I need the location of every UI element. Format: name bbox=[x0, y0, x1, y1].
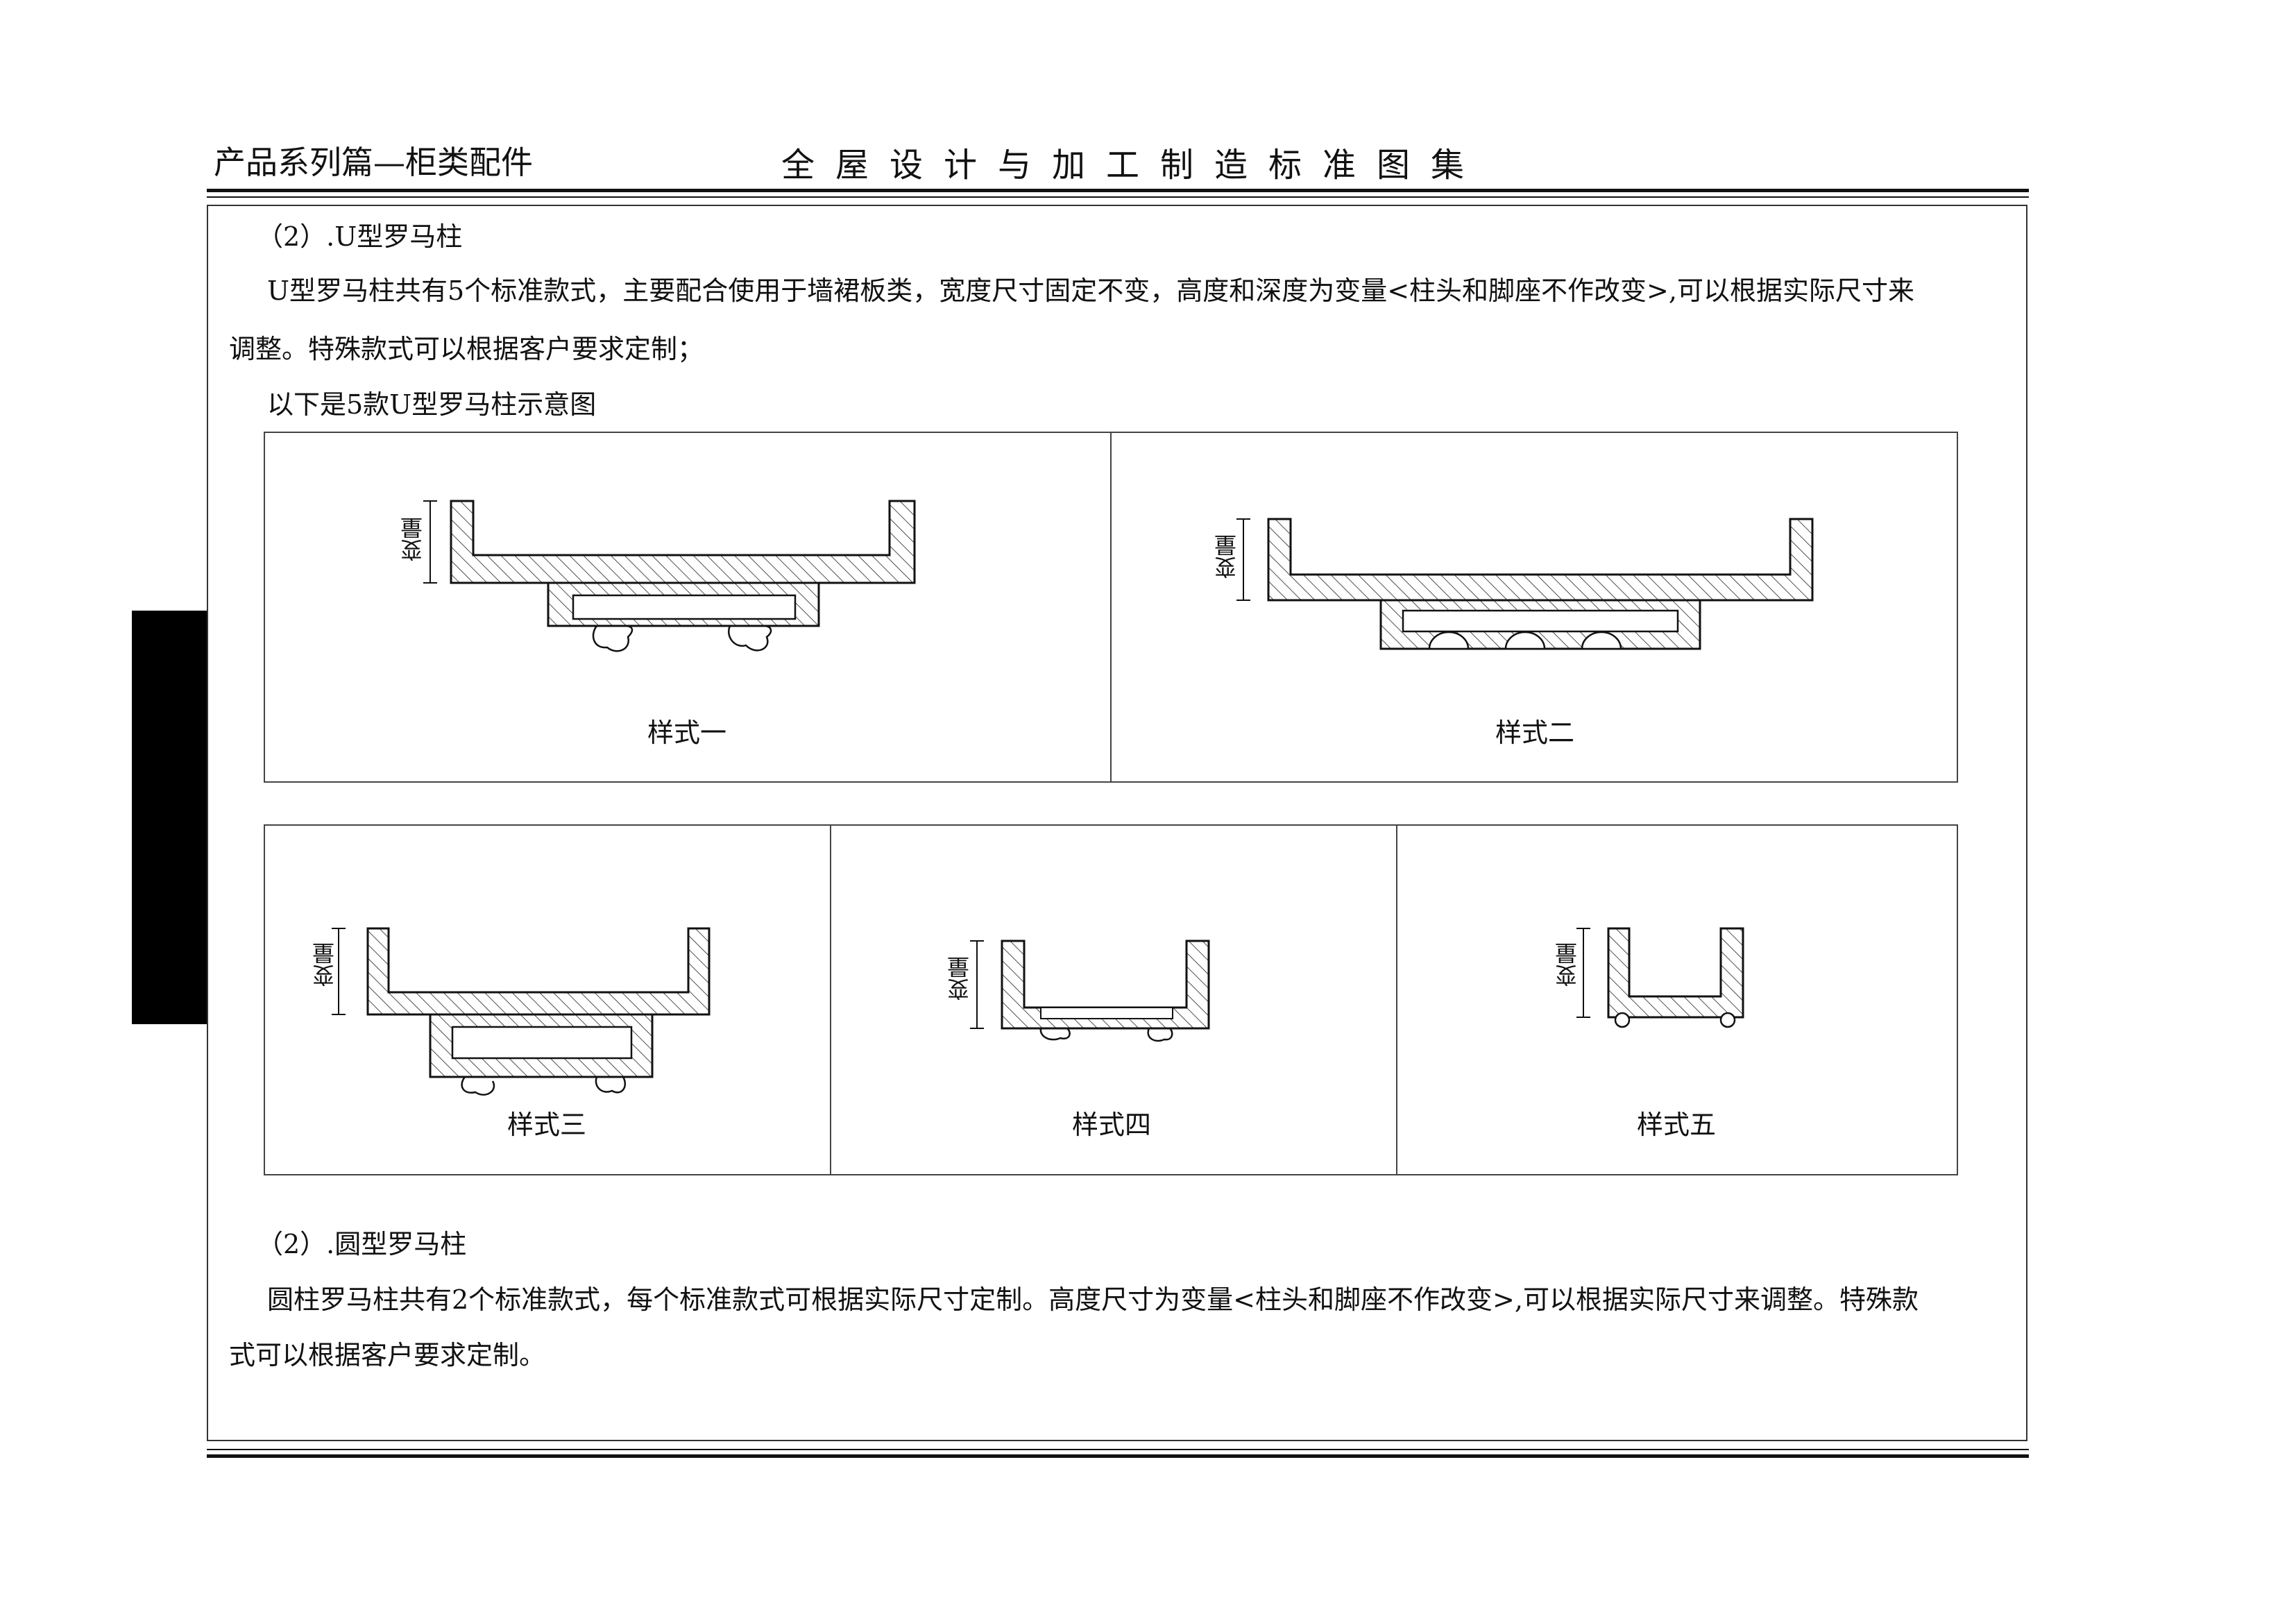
header-center-title: 全屋设计与加工制造标准图集 bbox=[781, 146, 1486, 185]
diagram-panel-style2 bbox=[1110, 432, 1958, 783]
header-rule-thin bbox=[207, 196, 2029, 198]
style1-caption: 样式一 bbox=[647, 717, 727, 748]
section-round-paragraph-line2: 式可以根据客户要求定制。 bbox=[229, 1340, 546, 1370]
footer-rule-thin bbox=[207, 1449, 2029, 1450]
section-u-paragraph-line2: 调整。特殊款式可以根据客户要求定制； bbox=[229, 334, 704, 364]
header-rule-thick bbox=[207, 189, 2029, 192]
section-u-heading: （2）.U型罗马柱 bbox=[257, 221, 463, 252]
diagram-panel-style5 bbox=[1396, 824, 1958, 1175]
style5-dimension-label: 变量 bbox=[1554, 942, 1581, 987]
side-tab-marker bbox=[132, 611, 207, 1024]
section-round-heading: （2）.圆型罗马柱 bbox=[257, 1229, 467, 1259]
content-frame bbox=[207, 205, 2027, 1441]
style2-caption: 样式二 bbox=[1495, 717, 1575, 748]
footer-rule-thick bbox=[207, 1454, 2029, 1458]
section-u-intro: 以下是5款U型罗马柱示意图 bbox=[267, 389, 597, 420]
style4-caption: 样式四 bbox=[1071, 1110, 1152, 1140]
style3-caption: 样式三 bbox=[507, 1110, 587, 1140]
section-round-paragraph-line1: 圆柱罗马柱共有2个标准款式，每个标准款式可根据实际尺寸定制。高度尺寸为变量<柱头… bbox=[267, 1284, 1919, 1315]
style5-caption: 样式五 bbox=[1636, 1110, 1717, 1140]
section-u-paragraph-line1: U型罗马柱共有5个标准款式，主要配合使用于墙裙板类，宽度尺寸固定不变，高度和深度… bbox=[267, 275, 1914, 306]
header-left-title: 产品系列篇—柜类配件 bbox=[214, 144, 533, 181]
